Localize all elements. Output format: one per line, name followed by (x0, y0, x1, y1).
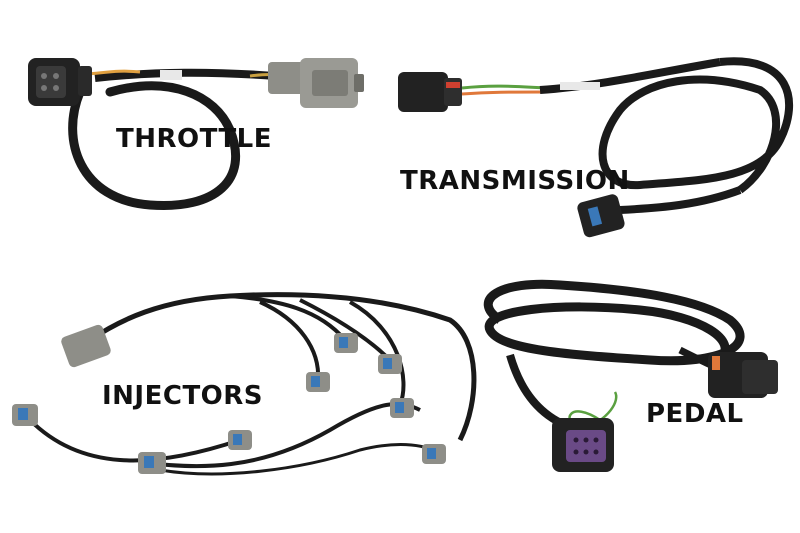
injector-main-connector (61, 324, 111, 368)
transmission-plug (577, 194, 625, 238)
throttle-body-connector (28, 58, 92, 106)
pedal-label: PEDAL (646, 399, 744, 429)
injector-harness (12, 292, 477, 476)
injector-connector (422, 444, 446, 464)
transmission-coil (598, 57, 794, 194)
pedal-coil (483, 279, 745, 366)
injector-connector (12, 404, 38, 426)
throttle-label: THROTTLE (116, 124, 273, 154)
injector-connector (390, 398, 414, 418)
pedal-connector-black (708, 352, 778, 398)
transmission-wire-lead (461, 84, 546, 90)
transmission-harness (398, 57, 794, 238)
throttle-grey-connector (268, 58, 364, 108)
transmission-connector (398, 72, 462, 112)
injectors-label: INJECTORS (102, 381, 264, 411)
injector-trunk (88, 292, 477, 442)
throttle-harness (28, 58, 364, 211)
throttle-label-band (160, 70, 182, 80)
injector-connector (378, 354, 402, 374)
throttle-cable (68, 81, 240, 211)
pedal-harness (483, 279, 778, 472)
injector-connector (228, 430, 252, 450)
injector-connector (306, 372, 330, 392)
pedal-connector-purple (552, 418, 614, 472)
injector-connector (334, 333, 358, 353)
transmission-label-band (560, 82, 600, 90)
transmission-label: TRANSMISSION (400, 166, 630, 196)
injector-connector (138, 452, 166, 474)
throttle-wires (87, 69, 141, 76)
